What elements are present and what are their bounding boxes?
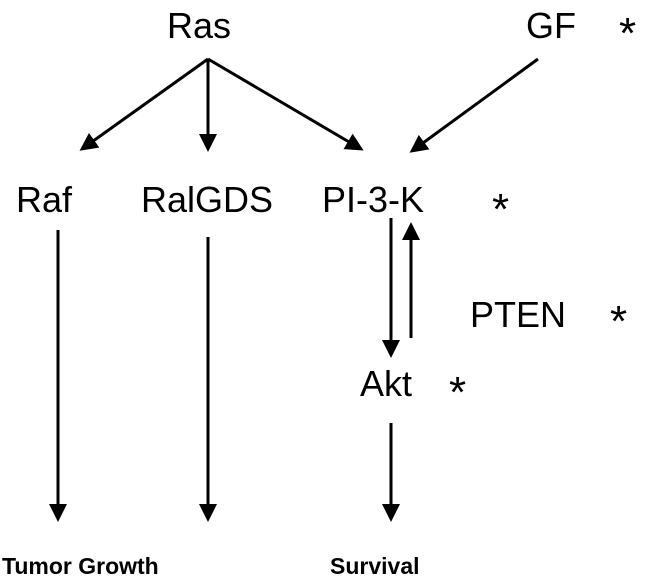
pten-asterisk-marker: *: [610, 297, 627, 346]
node-pi3k: PI-3-K: [322, 179, 424, 220]
node-gf: GF: [526, 5, 576, 46]
outcome-survival: Survival: [330, 553, 420, 579]
node-ralgds: RalGDS: [141, 179, 273, 220]
node-akt: Akt: [360, 363, 412, 404]
arrow-gf-to-pi3k: [409, 57, 539, 153]
akt-asterisk-marker: *: [449, 368, 466, 417]
arrow-ras-to-pi3k: [207, 57, 364, 151]
node-pten: PTEN: [470, 294, 566, 335]
arrow-ras-to-raf: [79, 57, 209, 151]
pi3k-asterisk-marker: *: [492, 185, 509, 234]
outcome-tumor-growth: Tumor Growth: [2, 553, 159, 579]
node-raf: Raf: [16, 179, 73, 220]
gf-asterisk-marker: *: [619, 9, 636, 58]
node-ras: Ras: [167, 5, 231, 46]
